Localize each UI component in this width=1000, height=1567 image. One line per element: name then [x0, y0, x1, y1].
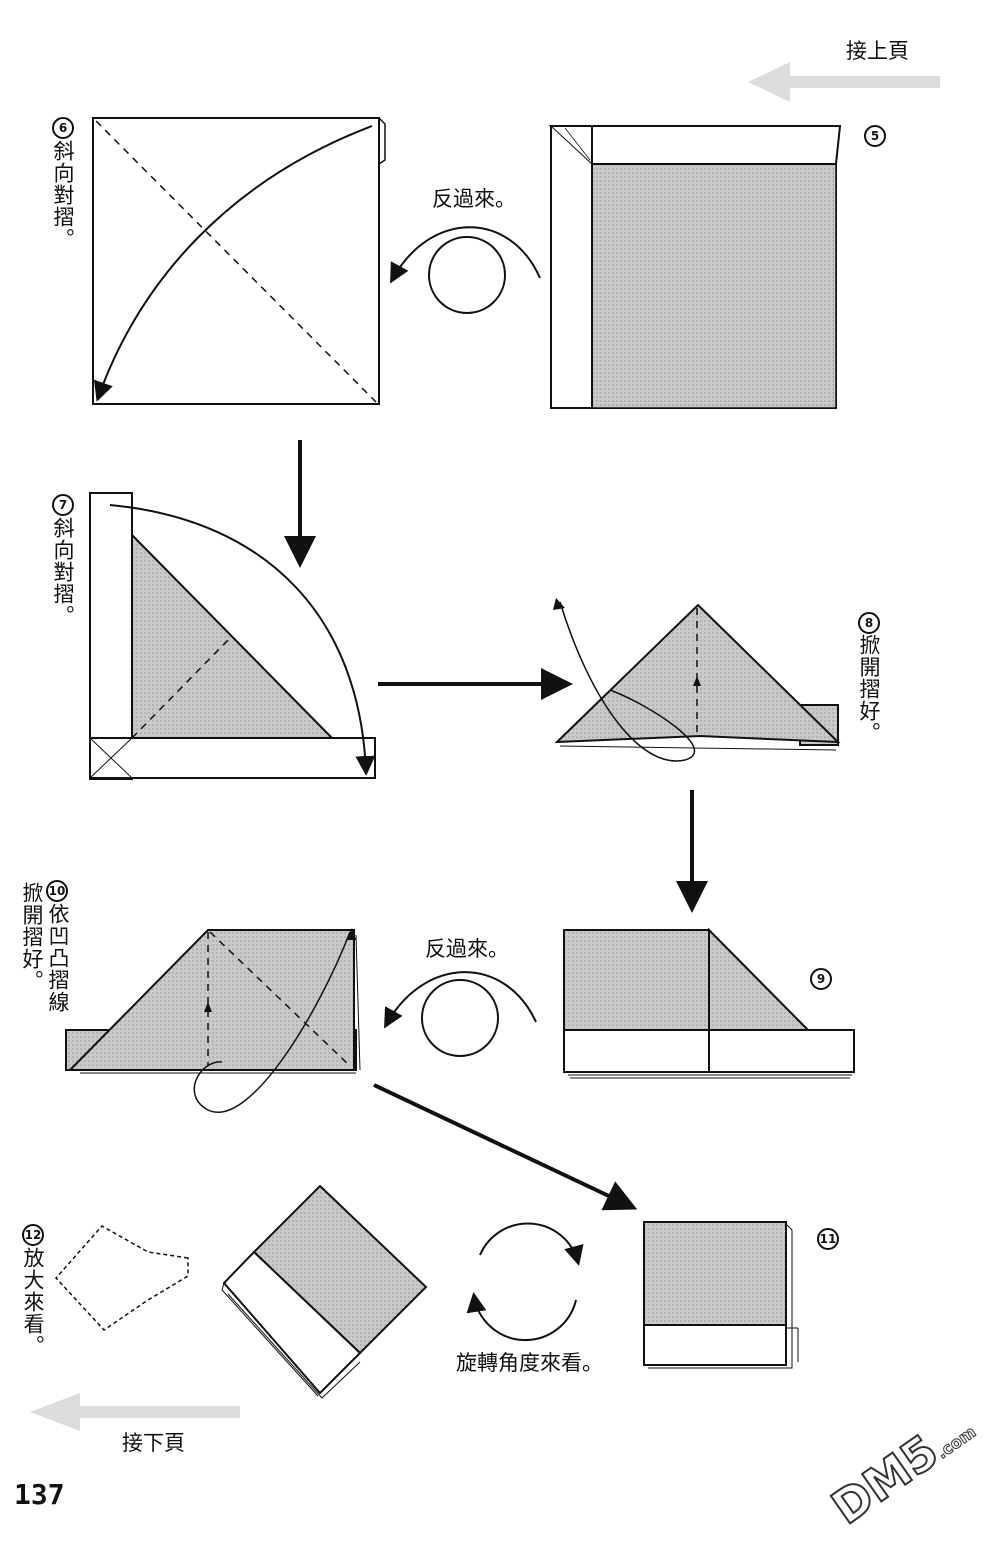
step-number-5: 5 — [864, 125, 886, 147]
step12-text: 放大來看。 — [21, 1247, 45, 1357]
enlarge-arrow — [54, 1225, 189, 1331]
step12-figure — [221, 1184, 428, 1399]
step7-figure — [89, 492, 376, 780]
prev-page-label[interactable]: 接上頁 — [846, 39, 909, 63]
prev-page-arrow — [748, 62, 940, 102]
step-number-9: 9 — [810, 968, 832, 990]
rotate-view-label: 旋轉角度來看。 — [456, 1351, 603, 1375]
step11-figure — [643, 1221, 799, 1369]
flip-over-label-1: 反過來。 — [432, 187, 516, 211]
step10-figure — [65, 928, 361, 1113]
page-number: 137 — [14, 1478, 65, 1511]
arrow-10-to-11 — [373, 1083, 638, 1211]
next-page-arrow — [30, 1393, 240, 1431]
flip-arrow-1 — [390, 226, 541, 314]
step-number-8: 8 — [858, 612, 880, 634]
step8-figure — [553, 598, 841, 762]
next-page-label[interactable]: 接下頁 — [122, 1431, 185, 1455]
step7-text: 斜向對摺。 — [51, 517, 75, 627]
step10-text-col2: 掀開摺好。 — [20, 882, 44, 992]
rotate-arrows — [466, 1222, 584, 1342]
step-number-11: 11 — [817, 1228, 839, 1250]
flip-over-label-2: 反過來。 — [425, 937, 509, 961]
step8-text: 掀開摺好。 — [857, 634, 881, 744]
step-number-10: 10 — [46, 880, 68, 902]
step-number-7: 7 — [52, 494, 74, 516]
step10-text-col1: 依凹凸摺線 — [46, 903, 70, 1013]
step5-figure — [548, 125, 842, 409]
step6-text: 斜向對摺。 — [51, 140, 75, 250]
step9-figure — [563, 927, 855, 1079]
flip-arrow-2 — [384, 971, 537, 1057]
step-number-6: 6 — [52, 117, 74, 139]
step-number-12: 12 — [22, 1224, 44, 1246]
step6-figure — [92, 117, 386, 405]
